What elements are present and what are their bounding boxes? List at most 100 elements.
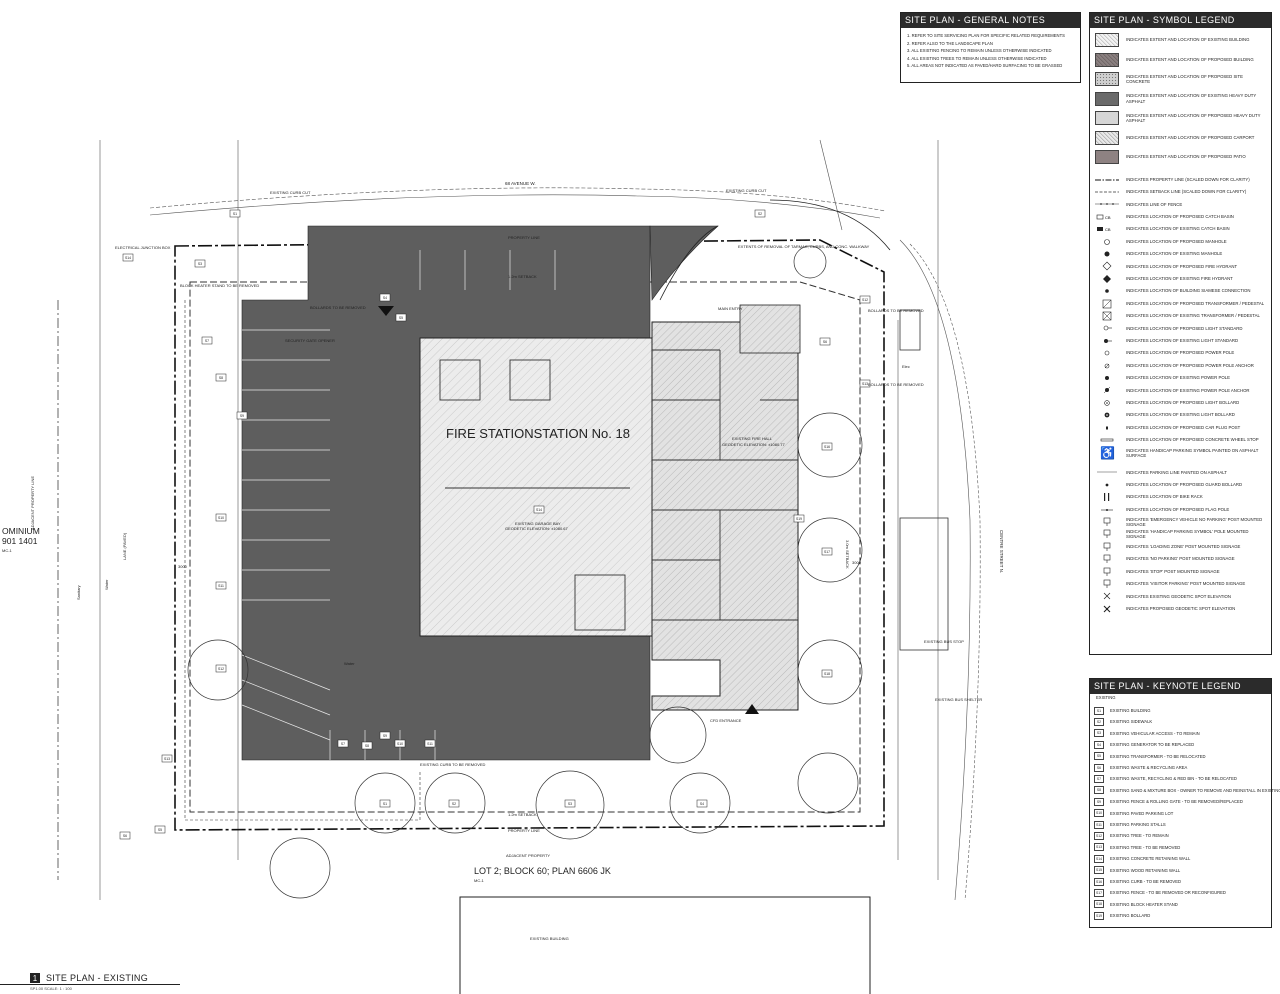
hydrant-existing-icon (1094, 273, 1120, 285)
plan-keynote-tag: S2 (452, 802, 456, 806)
symbol-legend-text: INDICATES EXTENT AND LOCATION OF PROPOSE… (1126, 154, 1246, 160)
garage-elevation: GEODETIC ELEVATION: ±1080.67 (505, 526, 569, 531)
symbol-legend-row: INDICATES LOCATION OF EXISTING LIGHT BOL… (1094, 409, 1267, 421)
transformer-new-icon (1094, 298, 1120, 310)
entry-vestibule (739, 304, 801, 354)
keynote-code: S10 (1094, 809, 1104, 818)
symbol-legend-row: INDICATES LOCATION OF BIKE RACK (1094, 491, 1267, 503)
keynote-code: S11 (1094, 820, 1104, 829)
keynote-text: EXISTING BOLLARD (1110, 913, 1151, 919)
fence-line (1094, 198, 1120, 210)
curb-arc (659, 225, 719, 301)
setback-east: 3.0m SETBACK (845, 540, 850, 569)
keynote-text: EXISTING WOOD RETAINING WALL (1110, 867, 1181, 873)
keynote-text: EXISTING SAND & MIXTURE BOX - OWNER TO R… (1110, 787, 1280, 793)
hall-elevation: GEODETIC ELEVATION: ±1080.77 (722, 442, 786, 447)
symbol-legend-text: INDICATES LOCATION OF EXISTING FIRE HYDR… (1126, 276, 1233, 282)
symbol-legend-text: INDICATES 'HANDICAP PARKING SYMBOL' POLE… (1126, 529, 1249, 540)
keynote-text: EXISTING PARKING STALLS (1110, 822, 1166, 827)
plan-keynote-tag: S19 (796, 517, 802, 521)
keynote-code: S1 (1094, 706, 1104, 715)
keynote-text: EXISTING BLOCK HEATER STAND (1110, 901, 1178, 907)
symbol-legend-text: INDICATES HANDICAP PARKING SYMBOL PAINTE… (1126, 448, 1259, 459)
keynote-code: S13 (1094, 843, 1104, 852)
curb-cut-east: EXISTING CURB CUT (726, 188, 767, 193)
bollard-light-new-icon (1094, 397, 1120, 409)
spot-new-icon (1094, 603, 1120, 615)
plan-keynote-tag: S17 (824, 550, 830, 554)
condo-label-2: 901 1401 (2, 536, 38, 546)
plan-keynote-tag: S14 (125, 256, 131, 260)
dim-3000-west: 3000 (178, 564, 188, 569)
spot-existing-icon (1094, 590, 1120, 602)
symbol-legend-text: INDICATES 'NO PARKING' POST MOUNTED SIGN… (1126, 556, 1235, 562)
plan-keynote-tag: S8 (219, 376, 223, 380)
condo-zone: MC-1 (2, 548, 13, 553)
keynote-text: EXISTING VEHICULAR ACCESS - TO REMAIN (1110, 730, 1200, 736)
sanitary-label: Sanitary (76, 585, 81, 600)
plan-keynote-tag: S12 (862, 298, 868, 302)
existing-trees (187, 245, 863, 899)
keynote-code: S18 (1094, 900, 1104, 909)
adjacent-west-label: ADJACENT PROPERTY LINE (30, 476, 35, 530)
lane-label: LANE (PAVED) (122, 532, 127, 560)
symbol-legend-text: INDICATES PARKING LINE PAINTED ON ASPHAL… (1126, 469, 1227, 475)
cfd-entrance-marker (745, 704, 759, 714)
sign-handicap-icon (1094, 528, 1120, 540)
plan-keynote-tag: S1 (383, 802, 387, 806)
north-entrance-marker (378, 306, 394, 316)
bollards-removed-north: BOLLARDS TO BE REMOVED (310, 305, 366, 310)
symbol-legend-row: INDICATES EXTENT AND LOCATION OF PROPOSE… (1094, 72, 1267, 86)
symbol-legend-text: INDICATES LOCATION OF EXISTING POWER POL… (1126, 387, 1250, 393)
electrical-box-label: ELECTRICAL JUNCTION BOX (115, 245, 171, 250)
plan-keynote-tag: S6 (123, 834, 127, 838)
symbol-legend-row: INDICATES LOCATION OF EXISTING FIRE HYDR… (1094, 273, 1267, 285)
symbol-legend-text: INDICATES LOCATION OF PROPOSED POWER POL… (1126, 362, 1254, 368)
symbol-legend-text: INDICATES LOCATION OF BIKE RACK (1126, 494, 1203, 500)
symbol-legend-title: SITE PLAN - SYMBOL LEGEND (1090, 13, 1271, 28)
symbol-legend-row: INDICATES EXTENT AND LOCATION OF PROPOSE… (1094, 52, 1267, 67)
plan-keynote-tag: S3 (568, 802, 572, 806)
keynote-text: EXISTING TREE - TO REMAIN (1110, 833, 1169, 839)
symbol-legend-row: INDICATES 'HANDICAP PARKING SYMBOL' POLE… (1094, 528, 1267, 540)
symbol-legend-text: INDICATES PROPERTY LINE (SCALED DOWN FOR… (1126, 176, 1250, 182)
sign-emergency-icon (1094, 516, 1120, 528)
street-east: CENTRE STREET N. (999, 530, 1004, 573)
dark-fill-swatch (1094, 91, 1120, 106)
bike-rack-icon (1094, 491, 1120, 503)
keynote-text: EXISTING FENCE - TO BE REMOVED OR RECONF… (1110, 890, 1226, 896)
hydrant-new-icon (1094, 260, 1120, 272)
plan-keynote-tag: S4 (383, 296, 387, 300)
plan-keynote-tag: S1 (233, 212, 237, 216)
symbol-legend-row: INDICATES PROPOSED GEODETIC SPOT ELEVATI… (1094, 603, 1267, 615)
keynote-row: S17 EXISTING FENCE - TO BE REMOVED OR REC… (1094, 887, 1267, 898)
symbol-legend-text: INDICATES PROPOSED GEODETIC SPOT ELEVATI… (1126, 606, 1236, 612)
plan-keynote-tag: S9 (240, 414, 244, 418)
plan-keynote-tag: S3 (198, 262, 202, 266)
keynote-code: S17 (1094, 888, 1104, 897)
drawing-title-block: 1 SITE PLAN - EXISTING SP1.00 SCALE: 1 :… (0, 970, 200, 994)
symbol-legend-row: INDICATES SETBACK LINE (SCALED DOWN FOR … (1094, 186, 1267, 198)
symbol-legend-row: INDICATES LOCATION OF PROPOSED FLAG POLE (1094, 504, 1267, 516)
keynote-text: EXISTING GENERATOR TO BE REPLACED (1110, 742, 1195, 748)
svg-text:CB: CB (1105, 215, 1111, 220)
light-fill-swatch (1094, 111, 1120, 125)
wheel-stop-icon (1094, 434, 1120, 446)
drawing-scale: SP1.00 SCALE: 1 : 100 (30, 986, 72, 991)
keynote-code: S2 (1094, 717, 1104, 726)
sign-visitor-icon (1094, 578, 1120, 590)
keynote-text: EXISTING WASTE & RECYCLING AREA (1110, 765, 1188, 770)
keynote-text: EXISTING CURB - TO BE REMOVED (1110, 879, 1182, 884)
garage-label: EXISTING GARAGE BAY (515, 521, 561, 526)
plan-keynote-tag: S6 (823, 340, 827, 344)
keynote-code: S6 (1094, 763, 1104, 772)
symbol-legend-row: INDICATES LINE OF FENCE (1094, 198, 1267, 210)
adjacent-property-label: ADJACENT PROPERTY (506, 853, 550, 858)
keynote-legend-title: SITE PLAN - KEYNOTE LEGEND (1090, 679, 1271, 694)
